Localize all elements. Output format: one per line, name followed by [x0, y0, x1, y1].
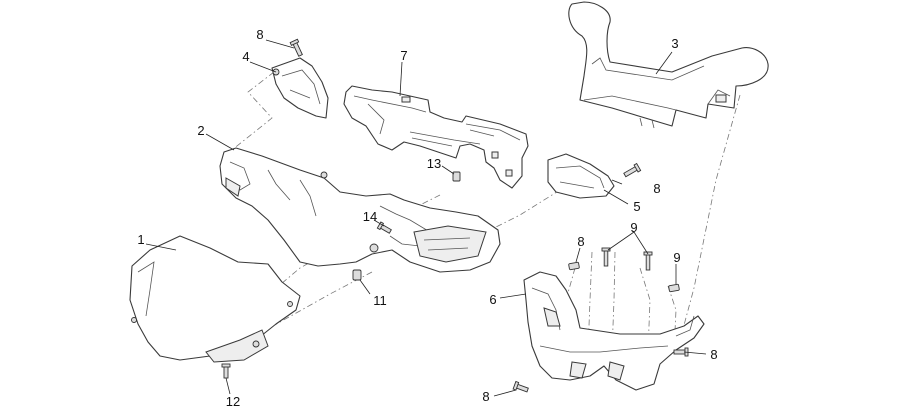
callout-1: 1 — [137, 232, 144, 247]
leader-lines — [145, 39, 707, 397]
callout-labels: 8 4 7 3 2 13 8 5 14 1 9 8 9 11 6 8 8 12 — [137, 27, 717, 407]
callout-9-left: 8 — [577, 234, 584, 249]
callout-4: 4 — [242, 49, 249, 64]
callout-6: 6 — [489, 292, 496, 307]
callout-3: 3 — [671, 36, 678, 51]
callout-8-top: 8 — [256, 27, 263, 42]
callout-11: 11 — [373, 293, 387, 308]
callout-8-bottom: 8 — [482, 389, 489, 404]
callout-8-middle: 8 — [653, 181, 660, 196]
part-upper-bracket — [568, 1, 769, 129]
callout-5: 5 — [633, 199, 640, 214]
callout-13: 13 — [427, 156, 441, 171]
callout-14: 14 — [363, 209, 377, 224]
part-lower-shield — [129, 235, 301, 363]
part-instrument-frame — [343, 85, 529, 189]
part-small-cover-left — [271, 57, 329, 119]
callout-2: 2 — [197, 123, 204, 138]
callout-10: 9 — [630, 220, 637, 235]
callout-9-right: 9 — [673, 250, 680, 265]
part-lower-frame — [523, 271, 705, 391]
callout-8-right: 8 — [710, 347, 717, 362]
part-small-cover-right — [547, 153, 615, 199]
callout-7: 7 — [400, 48, 407, 63]
callout-12: 12 — [226, 394, 240, 407]
part-front-cover — [219, 147, 501, 273]
